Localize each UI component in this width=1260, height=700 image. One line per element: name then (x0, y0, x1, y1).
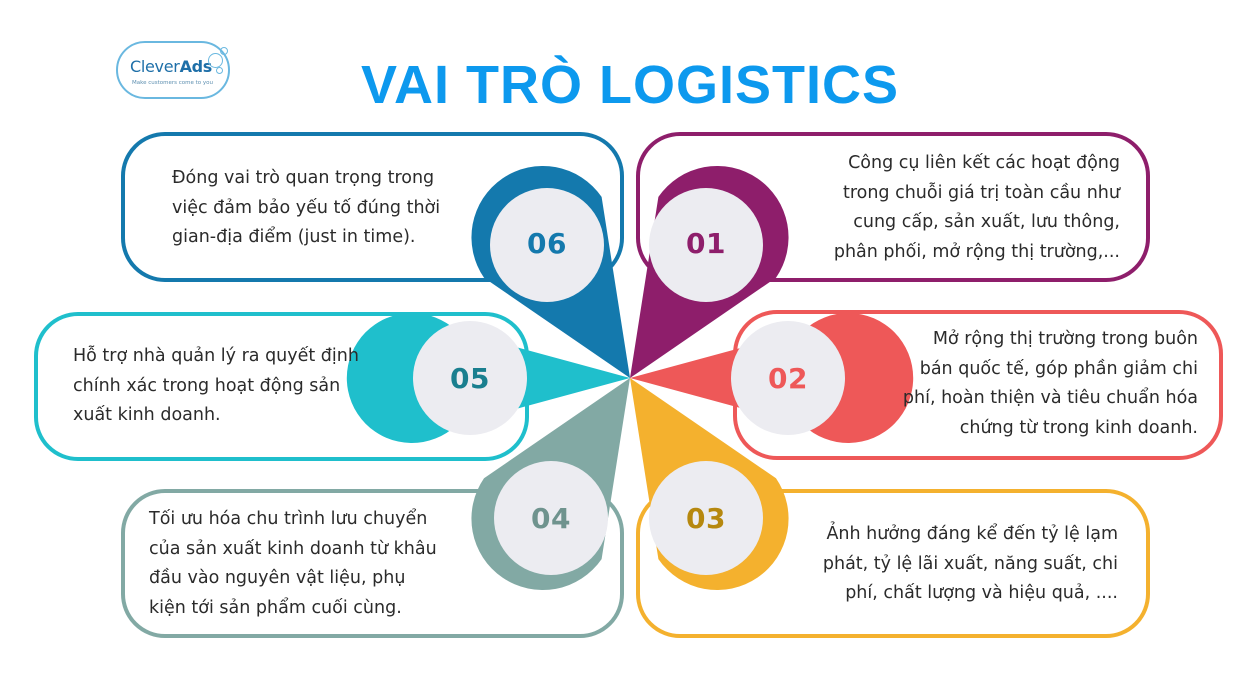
number-label-06: 06 (527, 227, 567, 260)
item-text-02: Mở rộng thị trường trong buôn bán quốc t… (902, 329, 1198, 438)
item-text-06: Đóng vai trò quan trọng trong việc đảm b… (172, 168, 441, 247)
item-text-03: Ảnh hưởng đáng kể đến tỷ lệ lạm phát, tỷ… (822, 524, 1118, 603)
number-circle-02 (731, 321, 845, 435)
number-label-02: 02 (768, 362, 808, 395)
item-text-05: Hỗ trợ nhà quản lý ra quyết định chính x… (73, 346, 359, 425)
number-circle-06 (490, 188, 604, 302)
number-label-04: 04 (531, 502, 571, 535)
number-circle-05 (413, 321, 527, 435)
item-text-01: Công cụ liên kết các hoạt động trong chu… (833, 153, 1120, 262)
number-circle-04 (494, 461, 608, 575)
number-circle-01 (649, 188, 763, 302)
logo-bubble-icon (220, 47, 228, 55)
logo-tagline: Make customers come to you (132, 80, 214, 86)
cleverads-logo: CleverAds Make customers come to you (116, 41, 230, 99)
number-label-01: 01 (686, 227, 726, 260)
number-label-05: 05 (450, 362, 490, 395)
logo-bubble-icon (216, 67, 223, 74)
item-text-04: Tối ưu hóa chu trình lưu chuyển của sản … (149, 509, 437, 618)
logo-name: CleverAds (130, 57, 213, 76)
logo-bubble-icon (208, 53, 223, 68)
number-circle-03 (649, 461, 763, 575)
page-title: VAI TRÒ LOGISTICS (360, 55, 899, 115)
number-label-03: 03 (686, 502, 726, 535)
